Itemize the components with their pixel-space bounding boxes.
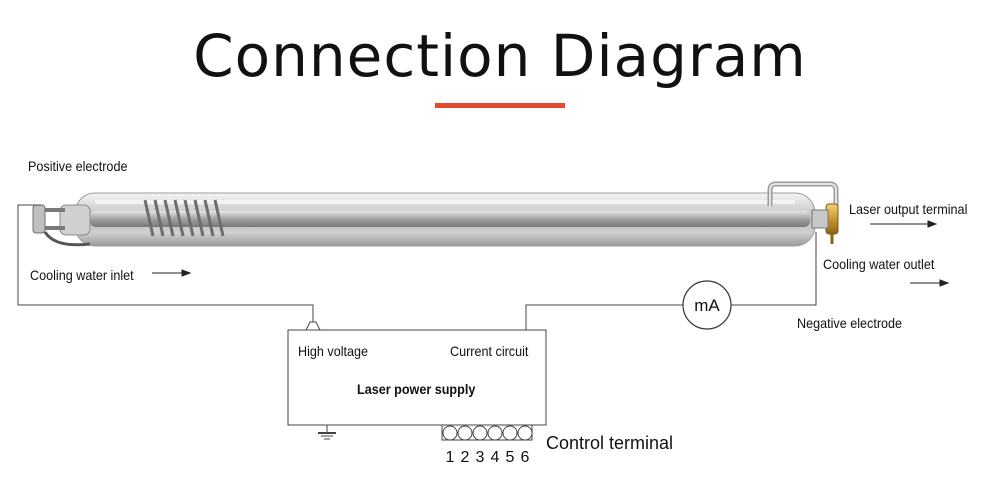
pin-label: 5 <box>506 449 515 466</box>
high-voltage-label: High voltage <box>298 343 369 359</box>
title-underline <box>435 103 565 108</box>
current-circuit-label: Current circuit <box>450 343 529 359</box>
pin-label: 3 <box>476 449 485 466</box>
pin-label: 4 <box>491 449 500 466</box>
ground-icon <box>318 425 336 440</box>
laser-tube <box>32 181 839 247</box>
page-title: Connection Diagram <box>193 22 807 90</box>
negative-electrode-label: Negative electrode <box>797 315 903 331</box>
pin-label: 2 <box>461 449 470 466</box>
pin-label: 6 <box>521 449 530 466</box>
ammeter-icon <box>682 280 732 330</box>
ammeter-label: mA <box>694 296 720 315</box>
high-voltage-connector <box>305 321 321 331</box>
arrow-right-icon <box>870 220 938 228</box>
laser-output-terminal-label: Laser output terminal <box>849 201 968 217</box>
pin-label: 1 <box>446 449 455 466</box>
control-terminal-block <box>441 424 533 441</box>
control-terminal-label: Control terminal <box>546 433 674 453</box>
control-terminal-pins: 1 2 3 4 5 6 <box>446 449 530 466</box>
coil <box>143 199 225 237</box>
power-supply-box <box>287 329 547 426</box>
cooling-water-outlet-label: Cooling water outlet <box>823 256 935 272</box>
arrow-right-icon <box>910 279 950 287</box>
laser-power-supply-label: Laser power supply <box>357 381 476 397</box>
negative-wire <box>731 232 817 306</box>
arrow-right-icon <box>152 269 192 277</box>
positive-wire <box>17 204 314 322</box>
current-wire <box>525 304 683 330</box>
cooling-water-inlet-label: Cooling water inlet <box>30 267 134 283</box>
wiring-lines <box>17 204 817 330</box>
positive-electrode-label: Positive electrode <box>28 158 128 174</box>
